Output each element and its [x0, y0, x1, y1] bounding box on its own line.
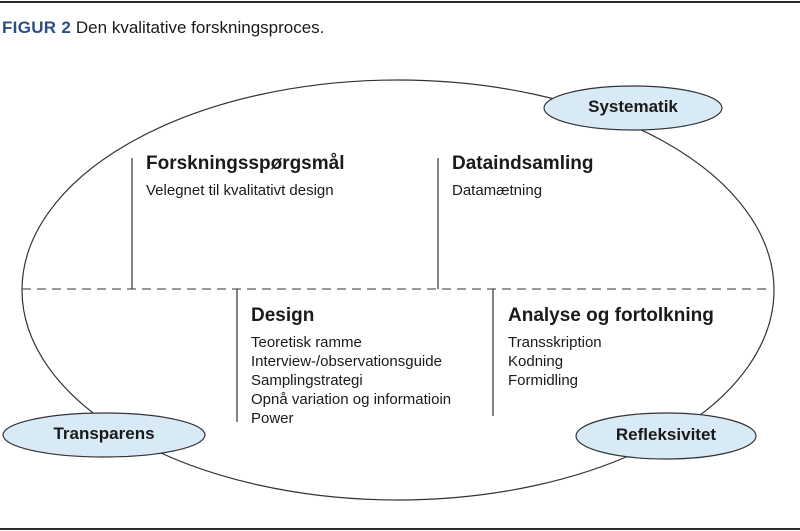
pill-systematik [543, 85, 723, 131]
bottom-rule [0, 528, 800, 530]
pill-transparens [2, 412, 206, 458]
item-text: Kodning [508, 353, 564, 370]
item-text: Teoretisk ramme [251, 334, 362, 351]
block-design: Design Teoretisk ramme Interview-/observ… [251, 305, 451, 428]
figure-title: Den kvalitative forskningsproces. [75, 18, 325, 37]
item-text: Velegnet til kvalitativt design [146, 182, 334, 199]
block-dataindsamling: Dataindsamling Datamætning [452, 153, 593, 200]
item-text: Interview-/observationsguide [251, 353, 442, 370]
label-refleksivitet: Refleksivitet [615, 425, 717, 444]
block-analyse-og-fortolkning: Analyse og fortolkning Transskription Ko… [508, 305, 714, 390]
item-text: Datamætning [452, 182, 543, 199]
item-text: Samplingstrategi [251, 372, 363, 389]
pill-refleksivitet [575, 412, 757, 460]
heading-dataindsamling: Dataindsamling [452, 153, 594, 174]
item-text: Transskription [508, 334, 602, 351]
label-systematik: Systematik [588, 97, 678, 116]
figure-caption: FIGUR 2 Den kvalitative forskningsproces… [2, 17, 324, 39]
heading-analyse-og-fortolkning: Analyse og fortolkning [508, 305, 714, 326]
label-transparens: Transparens [53, 424, 155, 443]
top-rule [0, 1, 800, 3]
block-forskningsspoergsmaal: Forskningsspørgsmål Velegnet til kvalita… [146, 153, 345, 200]
item-text: Power [251, 410, 294, 427]
item-text: Formidling [508, 372, 579, 389]
heading-forskningsspoergsmaal: Forskningsspørgsmål [146, 153, 345, 174]
item-text: Opnå variation og informatioin [251, 391, 452, 408]
process-ellipse [21, 79, 775, 501]
heading-design: Design [251, 305, 315, 326]
figure-label: FIGUR 2 [2, 18, 72, 37]
